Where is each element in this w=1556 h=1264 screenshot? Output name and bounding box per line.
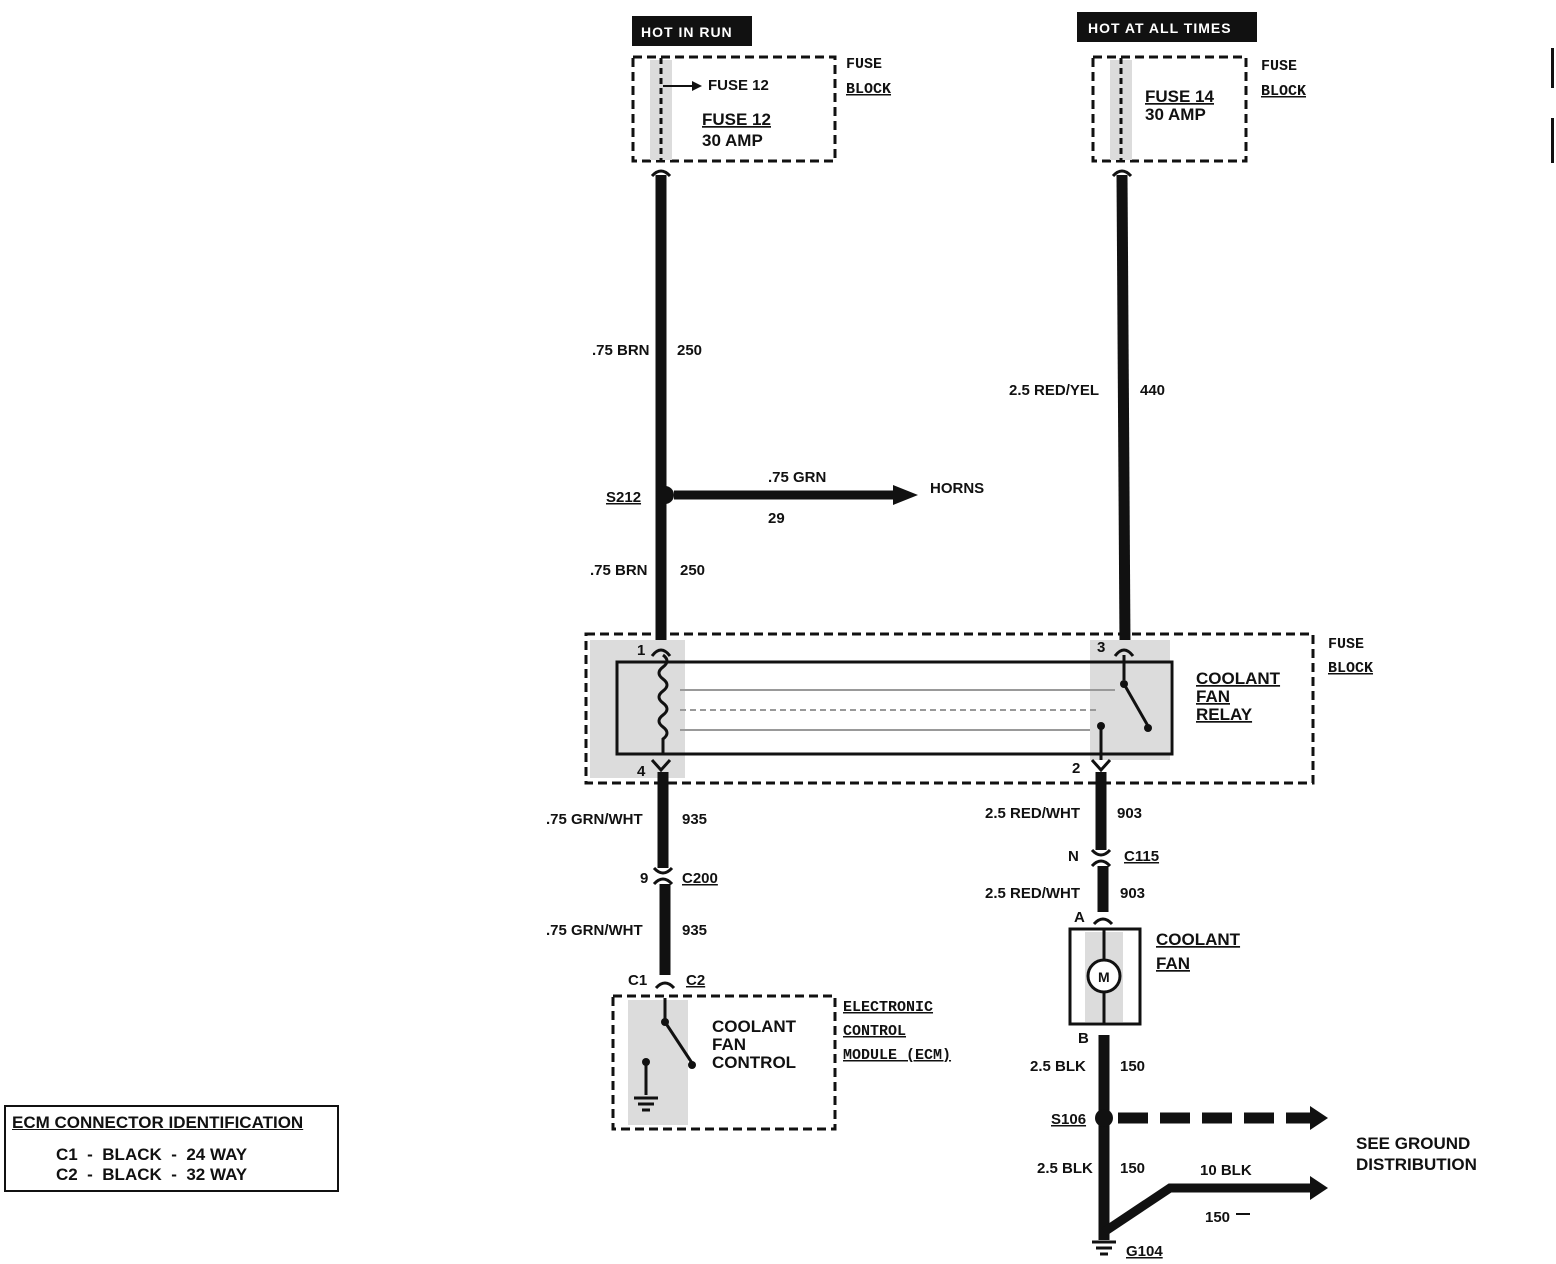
hot-at-all-times-header: HOT AT ALL TIMES — [1077, 12, 1257, 42]
wire-440: 2.5 RED/YEL 440 — [1009, 169, 1165, 646]
wire-150-bot-num: 150 — [1120, 1160, 1145, 1177]
ecm-c2-label: C2 — [686, 972, 705, 989]
relay-name-1: COOLANT — [1196, 669, 1281, 688]
wire-935-bot-num: 935 — [682, 922, 707, 939]
wire-150-bot-gauge: 2.5 BLK — [1037, 1160, 1093, 1177]
c200-pin: 9 — [640, 870, 648, 887]
wire-935: .75 GRN/WHT 935 9 C200 .75 GRN/WHT 935 C… — [546, 772, 718, 990]
wire-440-num: 440 — [1140, 382, 1165, 399]
splice-s212: S212 .75 GRN 29 HORNS — [606, 469, 984, 527]
wire-150: 2.5 BLK 150 S106 2.5 BLK 150 10 BLK 150 … — [1030, 1035, 1477, 1260]
relay-pin-3: 3 — [1097, 639, 1105, 656]
fuse-12-ref: FUSE 12 — [708, 77, 769, 94]
ecm-name-1: ELECTRONIC — [843, 999, 933, 1016]
fuse-block-left-label-1: FUSE — [846, 56, 882, 73]
see-ground-1: SEE GROUND — [1356, 1134, 1470, 1153]
ecm-module: COOLANT FAN CONTROL ELECTRONIC CONTROL M… — [611, 994, 951, 1131]
wire-150-top-num: 150 — [1120, 1058, 1145, 1075]
fuse-12-rating: 30 AMP — [702, 131, 763, 150]
fuse-block-right-label-2: BLOCK — [1261, 83, 1306, 100]
hot-in-run-label: HOT IN RUN — [641, 24, 733, 40]
horns-label: HORNS — [930, 480, 984, 497]
relay-pin-2: 2 — [1072, 760, 1080, 777]
wire-150-top-gauge: 2.5 BLK — [1030, 1058, 1086, 1075]
fuse-block-left: FUSE 12 FUSE 12 30 AMP FUSE BLOCK — [631, 55, 891, 163]
ecm-inner-1: COOLANT — [712, 1017, 797, 1036]
fuse-12-name: FUSE 12 — [702, 110, 771, 129]
ecm-legend-row-1: C1 - BLACK - 24 WAY — [56, 1145, 248, 1164]
splice-s106-label: S106 — [1051, 1111, 1086, 1128]
wire-903-top-gauge: 2.5 RED/WHT — [985, 805, 1080, 822]
wire-150-10-gauge: 10 BLK — [1200, 1162, 1252, 1179]
fuse-block-right-label-1: FUSE — [1261, 58, 1297, 75]
splice-s212-label: S212 — [606, 489, 641, 506]
coolant-fan-relay: 1 3 4 2 COOLANT FAN RELAY FUSE BLOCK — [584, 632, 1373, 785]
fuse-14-name: FUSE 14 — [1145, 87, 1215, 106]
hot-at-all-times-label: HOT AT ALL TIMES — [1088, 20, 1232, 36]
see-ground-2: DISTRIBUTION — [1356, 1155, 1477, 1174]
ecm-inner-2: FAN — [712, 1035, 746, 1054]
wire-250: .75 BRN 250 .75 BRN 250 — [590, 169, 705, 645]
wire-935-bot-gauge: .75 GRN/WHT — [546, 922, 643, 939]
relay-pin-4: 4 — [637, 763, 646, 780]
wire-935-top-num: 935 — [682, 811, 707, 828]
ecm-inner-3: CONTROL — [712, 1053, 796, 1072]
fan-pin-b: B — [1078, 1030, 1089, 1047]
wire-935-top-gauge: .75 GRN/WHT — [546, 811, 643, 828]
wire-903: 2.5 RED/WHT 903 N C115 2.5 RED/WHT 903 A — [985, 772, 1159, 926]
wire-250-bot-num: 250 — [680, 562, 705, 579]
ecm-name-2: CONTROL — [843, 1023, 906, 1040]
hot-in-run-header: HOT IN RUN — [632, 16, 752, 46]
fan-pin-a: A — [1074, 909, 1085, 926]
fuse-14-rating: 30 AMP — [1145, 105, 1206, 124]
fuse-block-left-label-2: BLOCK — [846, 81, 891, 98]
g104-label: G104 — [1126, 1243, 1163, 1260]
wire-903-top-num: 903 — [1117, 805, 1142, 822]
ecm-connector-legend: ECM CONNECTOR IDENTIFICATION C1 - BLACK … — [4, 1105, 339, 1192]
fuse-block-right: FUSE 14 30 AMP FUSE BLOCK — [1091, 55, 1306, 163]
wire-903-bot-gauge: 2.5 RED/WHT — [985, 885, 1080, 902]
fan-name-1: COOLANT — [1156, 930, 1241, 949]
ecm-c1-label: C1 — [628, 972, 647, 989]
wire-250-top-gauge: .75 BRN — [592, 342, 650, 359]
wire-150-10-num: 150 — [1205, 1209, 1230, 1226]
fan-name-2: FAN — [1156, 954, 1190, 973]
ecm-legend-row-2: C2 - BLACK - 32 WAY — [56, 1165, 248, 1184]
c200-label: C200 — [682, 870, 718, 887]
relay-block-label-2: BLOCK — [1328, 660, 1373, 677]
coolant-fan: M COOLANT FAN B — [1068, 927, 1241, 1047]
relay-name-2: FAN — [1196, 687, 1230, 706]
relay-block-label-1: FUSE — [1328, 636, 1364, 653]
wire-29-num: 29 — [768, 510, 785, 527]
wire-250-bot-gauge: .75 BRN — [590, 562, 648, 579]
ecm-name-3: MODULE (ECM) — [843, 1047, 951, 1064]
wire-250-top-num: 250 — [677, 342, 702, 359]
edge-marks — [1551, 48, 1554, 163]
ecm-legend-title: ECM CONNECTOR IDENTIFICATION — [12, 1113, 304, 1132]
wire-903-bot-num: 903 — [1120, 885, 1145, 902]
wire-29-gauge: .75 GRN — [768, 469, 826, 486]
fan-motor-symbol: M — [1098, 969, 1110, 985]
relay-pin-1: 1 — [637, 642, 645, 659]
wire-440-gauge: 2.5 RED/YEL — [1009, 382, 1099, 399]
c115-pin: N — [1068, 848, 1079, 865]
relay-name-3: RELAY — [1196, 705, 1253, 724]
c115-label: C115 — [1124, 848, 1159, 865]
